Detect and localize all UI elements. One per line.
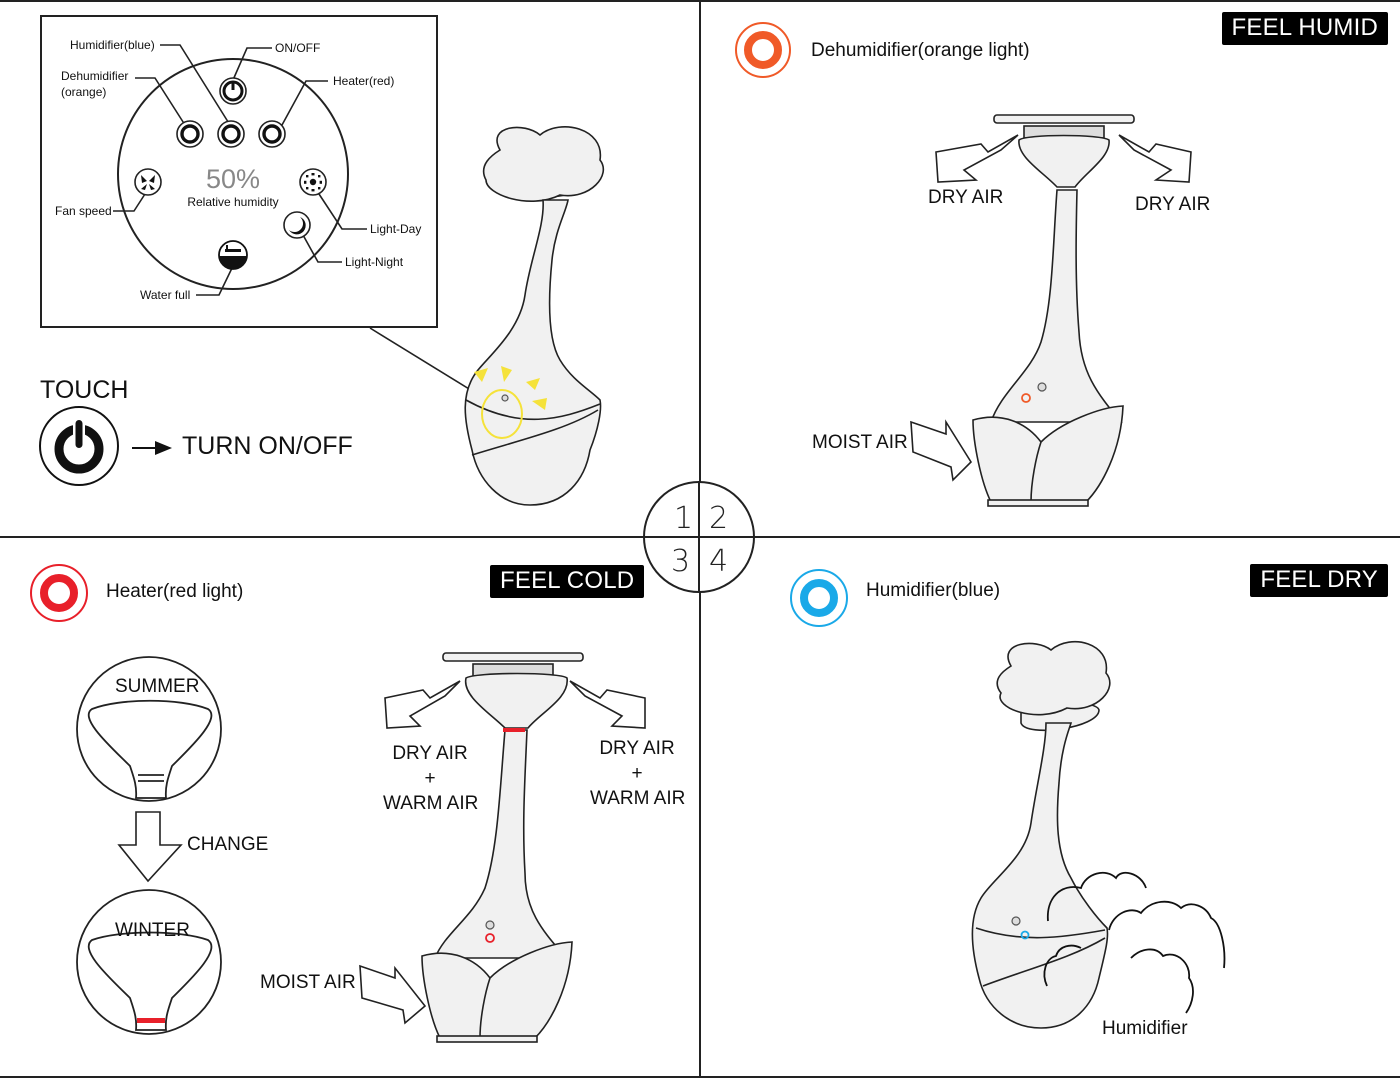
- humidifier-button-icon: [217, 120, 245, 148]
- quadrant-number-2: 2: [709, 501, 729, 536]
- device-power-dot: [1037, 382, 1047, 392]
- label-dehumidifier-orange: (orange): [61, 85, 107, 99]
- control-panel-inset: [40, 15, 438, 328]
- feel-dry-tag: FEEL DRY: [1250, 564, 1388, 598]
- plus-text: +: [631, 763, 643, 784]
- panel-3-heater: FEEL COLD Heater(red light): [0, 538, 699, 1076]
- label-on-off: ON/OFF: [275, 41, 321, 55]
- arrow-warm-air-right: [569, 680, 646, 729]
- light-night-icon: [283, 211, 311, 239]
- humidity-caption: Relative humidity: [187, 195, 279, 209]
- moist-air-label: MOIST AIR: [260, 972, 356, 993]
- dry-air-text: DRY AIR: [392, 743, 468, 764]
- plus-text: +: [424, 768, 436, 789]
- touch-area-highlight: [481, 389, 523, 439]
- arrow-right-icon: [132, 441, 172, 455]
- label-fan-speed: Fan speed: [55, 204, 112, 218]
- frame-bottom-border: [0, 1076, 1400, 1078]
- device-power-dot: [1011, 916, 1021, 926]
- quadrant-number-badge: 1 2 3 4: [643, 481, 755, 593]
- device-power-dot: [501, 394, 509, 402]
- winter-detail-circle: [76, 889, 222, 1035]
- warm-air-text: WARM AIR: [590, 788, 686, 809]
- control-panel-diagram: [39, 44, 605, 506]
- touch-label: TOUCH: [40, 376, 129, 404]
- feel-humid-tag: FEEL HUMID: [1221, 12, 1388, 46]
- control-dial: [117, 58, 349, 290]
- leader-light-day: [318, 193, 367, 230]
- humidifier-mode-label: Humidifier(blue): [866, 580, 1001, 601]
- change-label: CHANGE: [187, 834, 269, 855]
- label-light-night: Light-Night: [345, 255, 404, 269]
- summer-detail-circle: [76, 656, 222, 802]
- label-light-day: Light-Day: [370, 222, 422, 236]
- leader-humidifier: [160, 44, 231, 126]
- dehumidifier-mode-label: Dehumidifier(orange light): [811, 40, 1030, 61]
- device-illustration-angled: [464, 126, 605, 506]
- arrow-dry-air-right: [1118, 134, 1192, 183]
- winter-red-band: [137, 1018, 165, 1023]
- touch-highlight: [474, 366, 547, 410]
- fan-speed-icon: [134, 168, 162, 196]
- badge-divider-h: [643, 536, 755, 538]
- heater-button-icon: [258, 120, 286, 148]
- device-illustration-humidifier: [971, 641, 1226, 1029]
- heater-indicator-icon: [30, 564, 88, 622]
- warm-air-text: WARM AIR: [383, 793, 479, 814]
- device-illustration-dehumidifier: [910, 114, 1192, 507]
- moist-air-label: MOIST AIR: [812, 432, 908, 453]
- light-day-icon: [299, 168, 327, 196]
- device-red-led: [485, 933, 495, 943]
- arrow-moist-air: [910, 419, 973, 482]
- leader-fan: [113, 193, 146, 212]
- quadrant-number-3: 3: [671, 544, 691, 579]
- humidity-value: 50%: [205, 164, 261, 194]
- device-blue-led: [1020, 930, 1030, 940]
- winter-label: WINTER: [115, 920, 190, 941]
- dehumidifier-button-icon: [176, 120, 204, 148]
- power-button-icon: [219, 77, 247, 105]
- season-change-diagram: [76, 652, 646, 1043]
- dry-air-text: DRY AIR: [599, 738, 675, 759]
- label-humidifier-blue: Humidifier(blue): [70, 38, 155, 52]
- arrow-dry-air-left: [935, 134, 1019, 183]
- arrow-moist-air: [359, 964, 427, 1025]
- leader-water: [196, 265, 234, 296]
- label-dehumidifier: Dehumidifier: [61, 69, 129, 83]
- dry-air-left-label: DRY AIR: [928, 187, 1004, 208]
- humidifier-indicator-icon: [790, 569, 848, 627]
- heater-mode-label: Heater(red light): [106, 581, 244, 602]
- dry-warm-air-left-label: DRY AIR + WARM AIR: [383, 741, 479, 816]
- touch-power-icon: [39, 406, 119, 486]
- arrow-down-icon: [117, 811, 183, 883]
- dry-warm-air-right-label: DRY AIR + WARM AIR: [590, 736, 686, 811]
- device-orange-led: [1021, 393, 1031, 403]
- quadrant-number-1: 1: [674, 501, 694, 536]
- leader-light-night: [302, 234, 342, 263]
- label-heater-red: Heater(red): [333, 74, 395, 88]
- leader-heater: [281, 80, 328, 126]
- water-full-icon: [218, 240, 248, 270]
- dry-air-right-label: DRY AIR: [1135, 194, 1211, 215]
- summer-label: SUMMER: [115, 676, 200, 697]
- humidifier-mist-label: Humidifier: [1102, 1018, 1188, 1039]
- leader-onoff: [232, 47, 272, 81]
- zoom-connector-line: [369, 327, 475, 393]
- leader-dehumidifier: [135, 77, 186, 126]
- panel-2-dehumidifier: FEEL HUMID Dehumidifier(orange light) DR…: [701, 2, 1400, 536]
- device-power-dot: [485, 920, 495, 930]
- label-water-full: Water full: [140, 288, 191, 302]
- feel-cold-tag: FEEL COLD: [490, 565, 645, 599]
- turn-on-off-label[interactable]: TURN ON/OFF: [182, 432, 353, 460]
- panel-1-controls: Humidifier(blue) ON/OFF Dehumidifier (or…: [0, 0, 699, 536]
- mist-clouds: [1043, 871, 1226, 1014]
- neck-red-band: [503, 728, 525, 732]
- arrow-warm-air-left: [384, 680, 461, 729]
- dehumidifier-indicator-icon: [735, 22, 791, 78]
- panel-4-humidifier: FEEL DRY Humidifier(blue) Humidifier: [701, 538, 1400, 1076]
- quadrant-number-4: 4: [709, 544, 729, 579]
